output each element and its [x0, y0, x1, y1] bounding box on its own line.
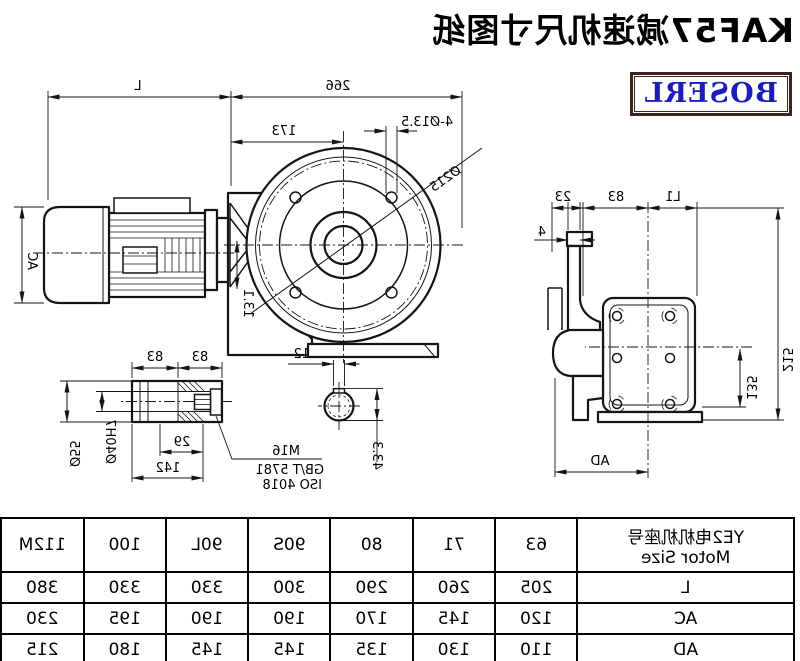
col-63: 63 [495, 518, 578, 572]
row-label-L: L [577, 572, 794, 603]
cell: 300 [248, 572, 331, 603]
cell: 135 [330, 634, 413, 661]
callout-standard-iso: ISO 4018 [262, 478, 322, 493]
shaft-bore-dim: Ø40H7 [102, 419, 117, 464]
side-motor-body [551, 328, 605, 378]
cell: 180 [83, 634, 166, 661]
table-header-cn: YE2电机机座号 [627, 527, 745, 548]
cell: 145 [412, 603, 496, 634]
callout-standard-gb: GB/T 5781 [255, 463, 324, 478]
col-90l: 90L [165, 518, 249, 572]
col-80: 80 [330, 518, 413, 572]
cell: 215 [1, 634, 84, 661]
shaft-83a-dim: 83 [147, 350, 164, 365]
center-height-dim: 135 [743, 375, 758, 400]
motor-terminal-strip [113, 197, 191, 214]
flange-dim: 173 [272, 124, 297, 139]
shaft-142-dim: 142 [156, 461, 181, 476]
cell: 380 [1, 572, 84, 603]
cell: 195 [83, 603, 166, 634]
cell: 290 [330, 572, 413, 603]
keyway-depth-dim: 43.3 [369, 441, 384, 470]
cell: 190 [248, 603, 331, 634]
cell: 260 [412, 572, 496, 603]
table-row-AD: AD 110 130 135 145 145 180 215 [1, 634, 794, 661]
table-row-AC: AC 120 145 170 190 190 195 230 [1, 603, 794, 634]
motor-nameplate [122, 246, 158, 274]
shaft-83b-dim: 83 [192, 350, 209, 365]
flange-bolt-holes [289, 191, 398, 299]
cell: 230 [1, 603, 84, 634]
motor-fan-cowl [42, 205, 111, 305]
row-label-AD: AD [577, 634, 794, 661]
side-foot [571, 374, 605, 422]
cell: 330 [165, 572, 249, 603]
bolt-circle-dim: Ø215 [427, 163, 464, 196]
cell: 120 [495, 603, 578, 634]
motor-diameter-dim: AC [24, 252, 39, 270]
shaft-outer-dim: Ø55 [66, 440, 81, 467]
motor-size-table: YE2电机机座号 Motor Size 63 71 80 90S 90L 100… [0, 517, 795, 661]
row-label-AC: AC [577, 603, 794, 634]
washer [209, 388, 223, 416]
hollow-shaft-detail: 83 83 Ø55 Ø40H7 29 142 M16 GB/T 5781 ISO… [60, 350, 324, 493]
table-row-L: L 205 260 290 300 330 330 380 [1, 572, 794, 603]
cell: 170 [330, 603, 413, 634]
col-112m: 112M [1, 518, 84, 572]
cell: 205 [495, 572, 578, 603]
table-header-cell: YE2电机机座号 Motor Size [577, 518, 794, 572]
side-housing-bolts [608, 307, 679, 413]
callout-leader [215, 415, 322, 460]
keyway-detail: 12 43.3 [288, 347, 384, 470]
output-flange: Ø215 [224, 131, 483, 363]
bolt-head [193, 393, 212, 411]
shaft-29-dim: 29 [174, 435, 191, 450]
cell: 330 [83, 572, 166, 603]
side-83-dim: 83 [608, 190, 625, 205]
cell: 145 [165, 634, 249, 661]
front-view-dimensions: L 266 173 4-Ø13.5 AC [14, 79, 463, 304]
overall-dim: 266 [326, 79, 351, 94]
table-header-en: Motor Size [640, 547, 731, 568]
housing-base [306, 342, 440, 359]
side-view-dimensions: L1 83 23 4 215 135 AD [534, 190, 794, 477]
cell: 190 [165, 603, 249, 634]
ad-dim: AD [591, 454, 610, 469]
front-view: 13.1 [14, 79, 483, 363]
side-4-dim: 4 [538, 225, 546, 240]
height-dim: 215 [779, 347, 794, 372]
cell: 110 [495, 634, 578, 661]
callout-m16: M16 [272, 444, 300, 459]
l1-dim: L1 [665, 190, 681, 205]
side-housing [601, 296, 697, 414]
col-90s: 90S [248, 518, 331, 572]
front-inner-dim: 13.1 [240, 289, 255, 318]
section-hatching [177, 380, 205, 423]
motor-length-dim: L [134, 79, 142, 94]
col-71: 71 [412, 518, 496, 572]
side-view: L1 83 23 4 215 135 AD [534, 190, 794, 478]
technical-drawing: 13.1 [14, 79, 794, 493]
cell: 145 [248, 634, 331, 661]
side-23-dim: 23 [555, 190, 572, 205]
col-100: 100 [83, 518, 166, 572]
table-header-row: YE2电机机座号 Motor Size 63 71 80 90S 90L 100… [1, 518, 794, 572]
flange-holes-dim: 4-Ø13.5 [401, 115, 453, 130]
cell: 130 [412, 634, 496, 661]
keyway-width-dim: 12 [293, 347, 310, 362]
side-flange-plate [566, 244, 602, 334]
